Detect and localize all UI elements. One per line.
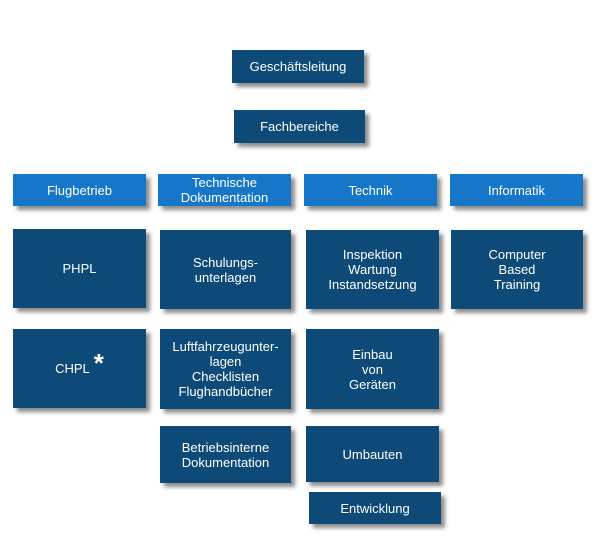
item-label: Einbau von Geräten — [349, 346, 396, 392]
asterisk-mark: * — [93, 347, 104, 378]
item-label: Inspektion Wartung Instandsetzung — [328, 247, 417, 292]
item-label: CHPL — [55, 361, 90, 376]
category-label: Technik — [348, 182, 393, 198]
item-label: Computer Based Training — [488, 247, 546, 292]
category-label: Informatik — [487, 182, 546, 198]
technik-item-einbau: Einbau von Geräten — [306, 329, 439, 409]
category-technische-dokumentation: Technische Dokumentation — [158, 174, 291, 206]
category-label: Technische Dokumentation — [180, 175, 269, 205]
item-label: Betriebsinterne Dokumentation — [181, 439, 270, 470]
category-flugbetrieb: Flugbetrieb — [13, 174, 146, 206]
technik-item-umbauten: Umbauten — [306, 426, 439, 482]
item-label: Entwicklung — [340, 500, 410, 516]
departments-label: Fachbereiche — [260, 119, 339, 134]
technik-item-inspektion: Inspektion Wartung Instandsetzung — [306, 230, 439, 309]
techdoc-item-betriebsinterne-dokumentation: Betriebsinterne Dokumentation — [160, 426, 291, 483]
category-technik: Technik — [304, 174, 437, 206]
flugbetrieb-item-phpl: PHPL — [13, 229, 146, 308]
item-label: Umbauten — [342, 446, 403, 462]
management-label: Geschäftsleitung — [249, 59, 347, 74]
informatik-item-computer-based-training: Computer Based Training — [451, 230, 583, 309]
item-label: PHPL — [62, 261, 97, 276]
flugbetrieb-item-chpl: CHPL* — [13, 329, 146, 408]
technik-item-entwicklung: Entwicklung — [309, 492, 441, 524]
management-box: Geschäftsleitung — [232, 50, 364, 83]
techdoc-item-luftfahrzeugunterlagen: Luftfahrzeugunter- lagen Checklisten Flu… — [160, 329, 291, 409]
item-label: Luftfahrzeugunter- lagen Checklisten Flu… — [172, 339, 279, 399]
departments-box: Fachbereiche — [234, 110, 365, 143]
item-label: Schulungs- unterlagen — [192, 254, 259, 285]
category-label: Flugbetrieb — [46, 182, 113, 198]
category-informatik: Informatik — [450, 174, 583, 206]
techdoc-item-schulungsunterlagen: Schulungs- unterlagen — [160, 230, 291, 309]
